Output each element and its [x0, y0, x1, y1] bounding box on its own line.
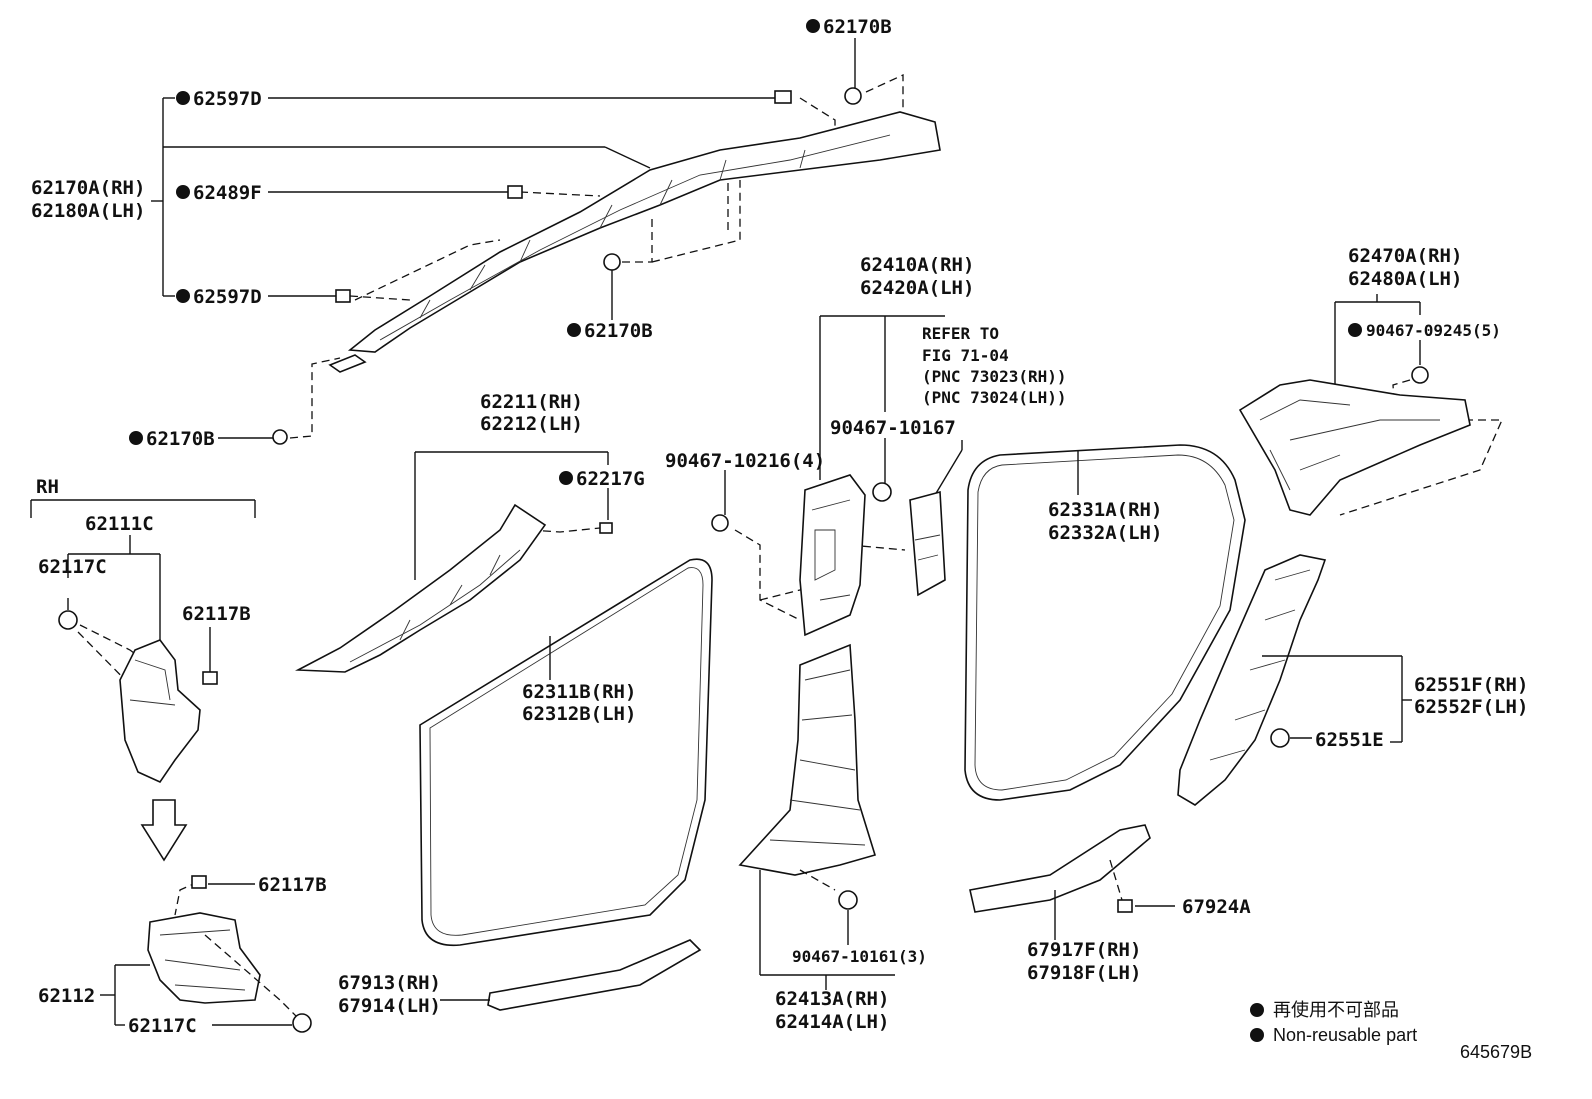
label-62470a-rh: 62470A(RH)	[1348, 245, 1462, 267]
nonreusable-dot	[806, 19, 820, 33]
label-67918f-lh: 67918F(LH)	[1027, 962, 1141, 984]
label-refer-pnc-rh: (PNC 73023(RH))	[922, 367, 1067, 386]
label-90467-09245: 90467-09245(5)	[1366, 321, 1501, 340]
bolt-90467-10216-shape	[711, 514, 729, 532]
label-90467-10161: 90467-10161(3)	[792, 947, 927, 966]
clip-62117c-top-shape	[58, 610, 78, 630]
nonreusable-dot	[1348, 323, 1362, 337]
kick-panel-upper-shape	[119, 639, 201, 784]
clip-62217g-shape	[599, 522, 613, 534]
label-62117b-bottom: 62117B	[258, 874, 327, 896]
label-62112: 62112	[38, 985, 95, 1007]
label-67913-rh: 67913(RH)	[338, 972, 441, 994]
c-pillar-garnish-shape	[1238, 379, 1471, 516]
clip-67924a-shape	[1117, 899, 1133, 913]
label-62312b-lh: 62312B(LH)	[522, 703, 636, 725]
nonreusable-dot	[559, 471, 573, 485]
kick-panel-group	[30, 499, 312, 1033]
label-62117b-top: 62117B	[182, 603, 251, 625]
label-67924a: 67924A	[1182, 896, 1251, 918]
rear-door-weatherstrip-shape	[964, 444, 1246, 801]
label-62413a-rh: 62413A(RH)	[775, 988, 889, 1010]
clip-62117b-bottom-shape	[191, 875, 207, 889]
rear-scuff-plate-shape	[969, 824, 1151, 913]
label-90467-10216: 90467-10216(4)	[665, 450, 825, 472]
nonreusable-dot	[129, 431, 143, 445]
bolt-90467-10161-shape	[838, 890, 858, 910]
label-62311b-rh: 62311B(RH)	[522, 681, 636, 703]
clip-62597d-top-shape	[774, 90, 792, 104]
label-refer-fig: FIG 71-04	[922, 346, 1009, 365]
label-62410a-rh: 62410A(RH)	[860, 254, 974, 276]
clip-62551e-shape	[1270, 728, 1290, 748]
label-90467-10167: 90467-10167	[830, 417, 956, 439]
clip-62170b-mid-shape	[603, 253, 621, 271]
clip-62117b-top-shape	[202, 671, 218, 685]
front-weatherstrip-group	[419, 558, 713, 1011]
kick-panel-lower-shape	[147, 912, 261, 1004]
front-door-weatherstrip-shape	[419, 558, 713, 947]
nonreusable-dot	[176, 185, 190, 199]
label-refer-pnc-lh: (PNC 73024(LH))	[922, 388, 1067, 407]
bolt-90467-09245-shape	[1411, 366, 1429, 384]
legend-jp: 再使用不可部品	[1273, 1000, 1399, 1020]
b-pillar-upper-shape	[799, 474, 866, 637]
label-62551f-rh: 62551F(RH)	[1414, 674, 1528, 696]
quarter-trim-group	[1177, 554, 1412, 806]
legend-en: Non-reusable part	[1273, 1025, 1417, 1045]
label-rh-group: RH	[36, 476, 59, 498]
roof-garnish-group	[151, 38, 941, 445]
label-62420a-lh: 62420A(LH)	[860, 277, 974, 299]
arrow-down-icon	[140, 799, 188, 862]
clip-62170b-top-shape	[844, 87, 862, 105]
seatbelt-anchor-shape	[909, 490, 946, 597]
label-62212-lh: 62212(LH)	[480, 413, 583, 435]
legend-dot-en	[1250, 1028, 1264, 1042]
a-pillar-garnish-shape	[294, 503, 547, 673]
label-62480a-lh: 62480A(LH)	[1348, 268, 1462, 290]
label-62217g: 62217G	[576, 468, 645, 490]
label-62211-rh: 62211(RH)	[480, 391, 583, 413]
quarter-trim-shape	[1177, 554, 1327, 806]
nonreusable-dot	[176, 91, 190, 105]
label-67914-lh: 67914(LH)	[338, 995, 441, 1017]
c-pillar-group	[1238, 294, 1503, 516]
label-62170a-rh: 62170A(RH)	[31, 177, 145, 199]
label-62170b-mid: 62170B	[584, 320, 653, 342]
nonreusable-dot	[567, 323, 581, 337]
roof-side-garnish-shape	[347, 111, 941, 353]
label-62117c-bottom: 62117C	[128, 1015, 197, 1037]
label-62551e: 62551E	[1315, 729, 1384, 751]
label-67917f-rh: 67917F(RH)	[1027, 939, 1141, 961]
label-62180a-lh: 62180A(LH)	[31, 200, 145, 222]
clip-62489f-shape	[507, 185, 523, 199]
clip-62170b-bottom-shape	[272, 429, 288, 445]
legend-dot-jp	[1250, 1003, 1264, 1017]
label-62170b-top: 62170B	[823, 16, 892, 38]
clip-62117c-bottom-shape	[292, 1013, 312, 1033]
b-pillar-lower-shape	[738, 643, 877, 876]
label-62597d-top: 62597D	[193, 88, 262, 110]
rear-weatherstrip-group	[964, 444, 1246, 940]
label-62597d-bottom: 62597D	[193, 286, 262, 308]
label-62489f: 62489F	[193, 182, 262, 204]
label-62414a-lh: 62414A(LH)	[775, 1011, 889, 1033]
figure-id: 645679B	[1460, 1042, 1532, 1062]
label-62331a-rh: 62331A(RH)	[1048, 499, 1162, 521]
label-62170b-bottom: 62170B	[146, 428, 215, 450]
label-62117c-top: 62117C	[38, 556, 107, 578]
label-62552f-lh: 62552F(LH)	[1414, 696, 1528, 718]
a-pillar-group	[294, 451, 613, 673]
label-refer-to: REFER TO	[922, 324, 999, 343]
front-scuff-plate-shape	[487, 939, 702, 1011]
label-62111c: 62111C	[85, 513, 154, 535]
clip-62597d-bottom-shape	[335, 289, 351, 303]
nonreusable-dot	[176, 289, 190, 303]
label-62332a-lh: 62332A(LH)	[1048, 522, 1162, 544]
bolt-90467-10167-shape	[872, 482, 892, 502]
b-pillar-group	[711, 315, 963, 990]
